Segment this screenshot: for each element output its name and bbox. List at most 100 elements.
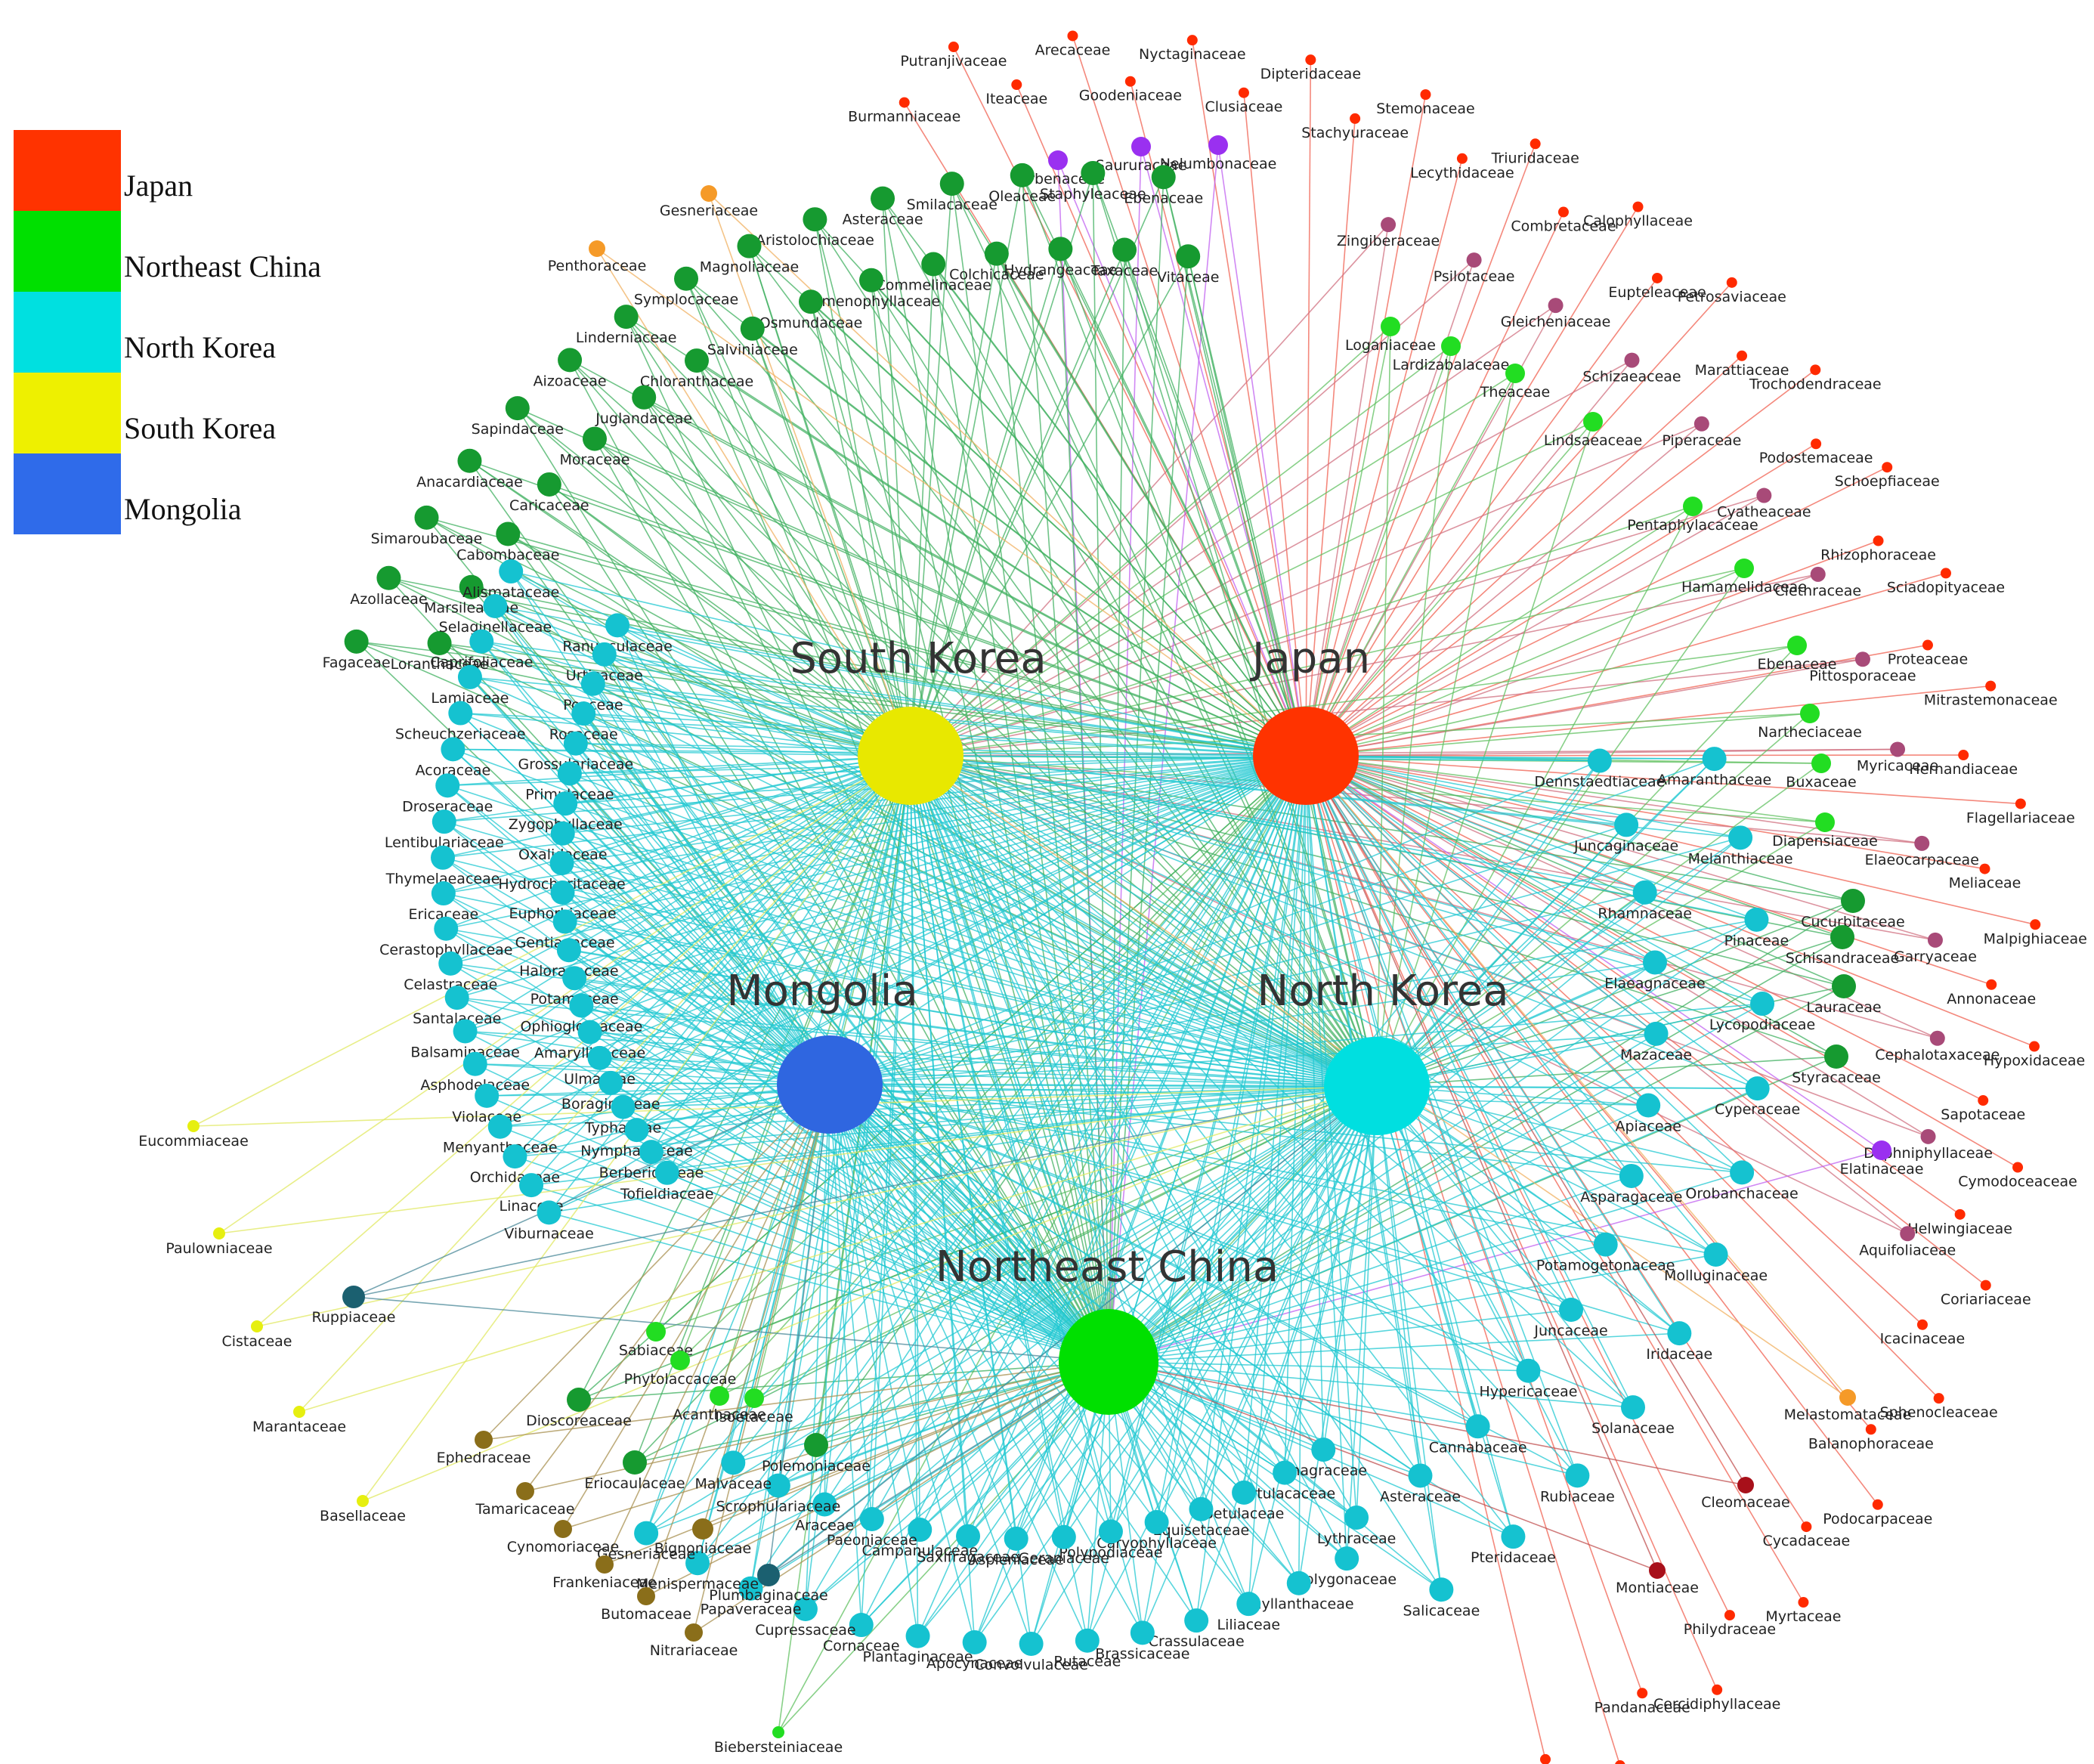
node-juglandaceae bbox=[632, 385, 657, 410]
node-goodeniaceae bbox=[1124, 76, 1136, 87]
node-asteraceae bbox=[1408, 1463, 1433, 1488]
node-label-geraniaceae: Geraniaceae bbox=[1019, 1550, 1109, 1567]
node-label-tamaricaceae: Tamaricaceae bbox=[475, 1501, 575, 1518]
edge-vitaceae-north-korea bbox=[1187, 256, 1378, 1087]
node-aquifoliaceae bbox=[1900, 1226, 1916, 1242]
legend-item-south-korea: South Korea bbox=[14, 373, 407, 453]
edge-hymenophyllaceae-northeast-china bbox=[871, 280, 1109, 1363]
node-label-elaeagnaceae: Elaeagnaceae bbox=[1604, 975, 1705, 992]
edge-cyperaceae-north-korea bbox=[1376, 1085, 1758, 1089]
edge-apocynaceae-japan bbox=[973, 755, 1307, 1643]
edge-ericaceae-northeast-china bbox=[443, 893, 1109, 1363]
edge-elaeagnaceae-northeast-china bbox=[1108, 961, 1656, 1363]
edge-juglandaceae-northeast-china bbox=[643, 397, 1109, 1363]
edge-balsaminaceae-south-korea bbox=[465, 755, 911, 1032]
node-marantaceae bbox=[293, 1406, 305, 1418]
node-label-proteaceae: Proteaceae bbox=[1888, 651, 1968, 668]
edge-linaceae-south-korea bbox=[530, 755, 911, 1186]
node-label-osmundaceae: Osmundaceae bbox=[759, 314, 863, 331]
node-label-penthoraceae: Penthoraceae bbox=[548, 258, 647, 274]
edge-caricaceae-north-korea bbox=[549, 484, 1378, 1087]
node-osmundaceae bbox=[799, 289, 824, 314]
edge-marsileaceae-japan bbox=[471, 586, 1307, 757]
node-boraginaceae bbox=[599, 1070, 623, 1095]
edge-elaeagnaceae-mongolia bbox=[829, 961, 1656, 1085]
edge-araceae-mongolia bbox=[824, 1084, 830, 1505]
node-dipteridaceae bbox=[1305, 54, 1316, 66]
node-label-santalaceae: Santalaceae bbox=[413, 1010, 501, 1027]
edge-euphorbiaceae-japan bbox=[562, 755, 1307, 893]
edge-lindsaeaceae-south-korea bbox=[910, 421, 1594, 757]
edge-cleomaceae-northeast-china bbox=[1108, 1361, 1746, 1486]
node-acoraceae bbox=[441, 737, 466, 762]
node-psilotaceae bbox=[1466, 252, 1482, 268]
node-label-myrtaceae: Myrtaceae bbox=[1765, 1608, 1841, 1625]
edge-polygonaceae-north-korea bbox=[1346, 1085, 1378, 1559]
node-label-cleomaceae: Cleomaceae bbox=[1701, 1494, 1789, 1511]
edge-hydrangeaceae-north-korea bbox=[1059, 249, 1378, 1087]
edge-campanulaceae-south-korea bbox=[910, 755, 921, 1530]
edge-cupressaceae-northeast-china bbox=[805, 1361, 1109, 1610]
node-asparagaceae bbox=[1619, 1163, 1644, 1188]
node-label-calophyllaceae: Calophyllaceae bbox=[1583, 213, 1693, 230]
node-sphenocleaceae bbox=[1933, 1393, 1944, 1404]
node-label-phyllanthaceae: Phyllanthaceae bbox=[1244, 1596, 1354, 1613]
edge-grossulariaceae-south-korea bbox=[575, 742, 911, 757]
edge-bignoniaceae-mongolia bbox=[702, 1084, 830, 1530]
edge-cornaceae-japan bbox=[861, 755, 1307, 1626]
node-gentianaceae bbox=[552, 909, 577, 934]
edge-salicaceae-south-korea bbox=[910, 755, 1443, 1590]
node-linaceae bbox=[519, 1173, 544, 1198]
edge-liliaceae-japan bbox=[1248, 755, 1307, 1605]
node-viburnaceae bbox=[537, 1200, 561, 1225]
node-chloranthaceae bbox=[685, 348, 710, 373]
node-rhamnaceae bbox=[1632, 880, 1657, 905]
node-schizaeaceae bbox=[1624, 352, 1640, 368]
edge-amaranthaceae-mongolia bbox=[829, 758, 1715, 1085]
edge-pinaceae-japan bbox=[1305, 755, 1757, 921]
node-label-biebersteiniaceae: Biebersteiniaceae bbox=[714, 1739, 843, 1756]
node-styracaceae bbox=[1824, 1044, 1848, 1069]
node-philydraceae bbox=[1724, 1610, 1735, 1621]
node-label-alismataceae: Alismataceae bbox=[462, 584, 559, 601]
edge-selaginellaceae-south-korea bbox=[495, 605, 911, 757]
edge-thymelaeaceae-japan bbox=[442, 755, 1307, 859]
node-paeoniaceae bbox=[859, 1506, 884, 1531]
edge-gesneriaceae-northeast-china bbox=[645, 1361, 1109, 1534]
node-petrosaviaceae bbox=[1726, 277, 1737, 288]
node-label-marantaceae: Marantaceae bbox=[252, 1419, 346, 1435]
node-label-pandanaceae: Pandanaceae bbox=[1594, 1699, 1690, 1716]
edge-loranthaceae-south-korea bbox=[439, 642, 911, 757]
node-label-eucommiaceae: Eucommiaceae bbox=[138, 1133, 249, 1150]
edge-hamamelidaceae-japan bbox=[1305, 568, 1745, 757]
node-urticaceae bbox=[592, 642, 617, 667]
edge-iridaceae-japan bbox=[1305, 755, 1680, 1334]
edge-liliaceae-south-korea bbox=[910, 755, 1250, 1605]
legend-swatch-japan bbox=[14, 130, 121, 211]
edge-tofieldiaceae-south-korea bbox=[667, 755, 911, 1174]
edge-viburnaceae-south-korea bbox=[548, 755, 911, 1213]
edge-salicaceae-japan bbox=[1305, 755, 1443, 1590]
edge-orobanchaceae-south-korea bbox=[910, 755, 1743, 1174]
edge-juncaginaceae-japan bbox=[1305, 755, 1627, 826]
node-diapensiaceae bbox=[1815, 812, 1835, 832]
node-label-pinaceae: Pinaceae bbox=[1724, 933, 1789, 949]
legend-label-mongolia: Mongolia bbox=[124, 492, 242, 526]
node-campanulaceae bbox=[908, 1518, 933, 1543]
node-hydrangeaceae bbox=[1048, 237, 1073, 262]
node-sabiaceae bbox=[646, 1322, 666, 1342]
edge-violaceae-north-korea bbox=[487, 1085, 1378, 1097]
edge-papaveraceae-mongolia bbox=[750, 1084, 830, 1589]
node-label-droseraceae: Droseraceae bbox=[402, 798, 493, 815]
node-label-lecythidaceae: Lecythidaceae bbox=[1410, 165, 1514, 181]
node-fagaceae bbox=[344, 629, 369, 654]
node-solanaceae bbox=[1621, 1395, 1646, 1420]
edge-ulmaceae-japan bbox=[599, 755, 1307, 1059]
edge-polypodiaceae-north-korea bbox=[1110, 1085, 1378, 1532]
edge-pentaphylacaceae-north-korea bbox=[1376, 506, 1693, 1087]
node-meliaceae bbox=[1979, 863, 1990, 874]
edge-urticaceae-south-korea bbox=[604, 654, 911, 757]
edge-saxifragaceae-japan bbox=[967, 755, 1307, 1537]
node-arecaceae bbox=[1067, 30, 1078, 42]
edge-phyllanthaceae-mongolia bbox=[829, 1084, 1300, 1584]
